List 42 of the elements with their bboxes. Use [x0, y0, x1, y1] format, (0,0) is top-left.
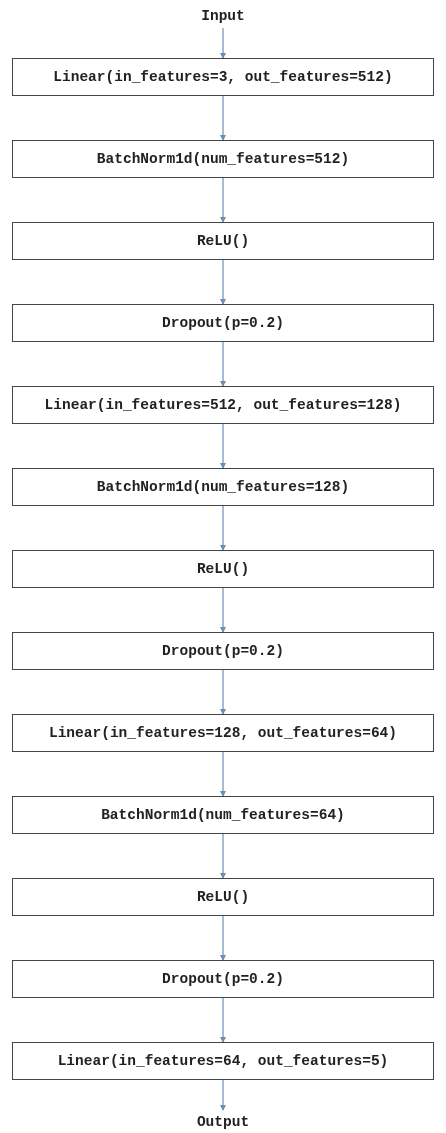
layer-box — [12, 304, 434, 342]
arrow — [220, 915, 226, 961]
layer-label: Dropout(p=0.2) — [162, 971, 284, 987]
arrow — [220, 587, 226, 633]
layer-box — [12, 386, 434, 424]
layer-box — [12, 550, 434, 588]
arrow — [220, 259, 226, 305]
layer-box — [12, 960, 434, 998]
layer-label: BatchNorm1d(num_features=128) — [96, 479, 350, 495]
arrow — [220, 669, 226, 715]
layer-label: Linear(in_features=128, out_features=64) — [48, 725, 398, 741]
layer-box — [12, 714, 434, 752]
layer-label: Linear(in_features=512, out_features=128) — [44, 397, 402, 413]
layer-label: Linear(in_features=3, out_features=512) — [53, 69, 393, 85]
layer-label: Dropout(p=0.2) — [162, 315, 284, 331]
terminal-label: Input — [201, 8, 245, 24]
arrow — [220, 505, 226, 551]
arrow — [220, 997, 226, 1043]
layer-box — [12, 632, 434, 670]
layer-label: ReLU() — [196, 561, 250, 577]
arrow — [220, 27, 226, 59]
layer-box — [12, 140, 434, 178]
layer-label: Linear(in_features=64, out_features=5) — [57, 1053, 389, 1069]
arrow — [220, 751, 226, 797]
layer-label: ReLU() — [196, 889, 250, 905]
layer-box — [12, 468, 434, 506]
layer-box — [12, 878, 434, 916]
layer-label: BatchNorm1d(num_features=64) — [101, 807, 345, 823]
terminal-label: Output — [196, 1114, 250, 1130]
layer-label: Dropout(p=0.2) — [162, 643, 284, 659]
layer-box — [12, 58, 434, 96]
arrow — [220, 95, 226, 141]
arrow — [220, 833, 226, 879]
arrow — [220, 341, 226, 387]
layer-box — [12, 796, 434, 834]
arrow — [220, 423, 226, 469]
layer-box — [12, 222, 434, 260]
layer-label: BatchNorm1d(num_features=512) — [96, 151, 350, 167]
layer-label: ReLU() — [196, 233, 250, 249]
arrow — [220, 177, 226, 223]
arrow — [220, 1079, 226, 1111]
layer-box — [12, 1042, 434, 1080]
